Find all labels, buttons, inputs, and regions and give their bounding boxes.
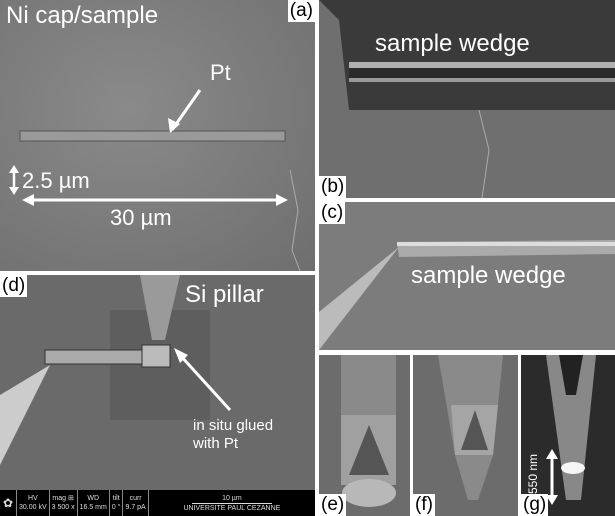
hv-header: HV	[27, 495, 38, 502]
si-pillar-label: Si pillar	[185, 281, 264, 308]
scale-bar-label: 10 µm	[192, 494, 272, 504]
panel-a: Ni cap/sample Pt 2.5 µm 30 µm (a)	[0, 0, 315, 271]
panel-e: (e)	[319, 355, 410, 516]
tilt-header: tilt	[112, 495, 120, 502]
panel-c: sample wedge (c)	[319, 202, 615, 350]
panel-label-e: (e)	[319, 494, 347, 516]
panel-g: 550 nm (g)	[521, 355, 615, 516]
curr-cell: curr 9.7 pA	[123, 490, 149, 516]
curr-header: curr	[129, 495, 142, 502]
panel-label-c: (c)	[319, 202, 346, 224]
panel-d: Si pillar in situ glued with Pt (d) ✿ HV…	[0, 275, 315, 516]
panel-b: sample wedge (b)	[319, 0, 615, 198]
wedge-title-b: sample wedge	[375, 30, 530, 57]
panel-e-image	[341, 355, 396, 507]
panel-d-image	[0, 275, 232, 465]
hv-value: 30.00 kV	[19, 504, 47, 511]
height-label: 2.5 µm	[22, 168, 90, 193]
panel-b-image	[319, 0, 615, 198]
wd-cell: WD 16.5 mm	[78, 490, 110, 516]
panel-g-image	[546, 355, 596, 505]
scale-550nm: 550 nm	[526, 453, 541, 495]
glued-note-1: in situ glued	[193, 417, 274, 434]
curr-value: 9.7 pA	[125, 504, 146, 511]
glued-note-2: with Pt	[193, 435, 239, 452]
sem-info-bar: ✿ HV 30.00 kV mag ⊞ 3 500 x WD 16.5 mm tilt…	[0, 490, 315, 516]
panel-label-b: (b)	[319, 176, 347, 198]
mag-header: mag ⊞	[52, 495, 74, 502]
pt-label: Pt	[210, 60, 231, 85]
panel-label-f: (f)	[413, 494, 435, 516]
width-label: 30 µm	[110, 205, 172, 230]
mag-cell: mag ⊞ 3 500 x	[50, 490, 78, 516]
wd-value: 16.5 mm	[79, 504, 107, 511]
panel-label-g: (g)	[521, 494, 549, 516]
fei-logo-icon: ✿	[0, 490, 17, 516]
tilt-value: 0 °	[111, 504, 121, 511]
mag-value: 3 500 x	[51, 504, 75, 511]
wd-header: WD	[87, 495, 100, 502]
hv-cell: HV 30.00 kV	[17, 490, 50, 516]
sample-title: Ni cap/sample	[6, 2, 159, 29]
panel-f-image	[438, 355, 503, 500]
panel-label-a: (a)	[287, 0, 315, 22]
tilt-cell: tilt 0 °	[110, 490, 124, 516]
panel-c-image	[319, 240, 615, 350]
institution-label: UNIVERSITE PAUL CEZANNE	[183, 504, 281, 512]
panel-f: (f)	[413, 355, 518, 516]
panel-label-d: (d)	[0, 275, 28, 297]
wedge-title-c: sample wedge	[411, 262, 566, 289]
panel-a-image	[9, 89, 301, 271]
